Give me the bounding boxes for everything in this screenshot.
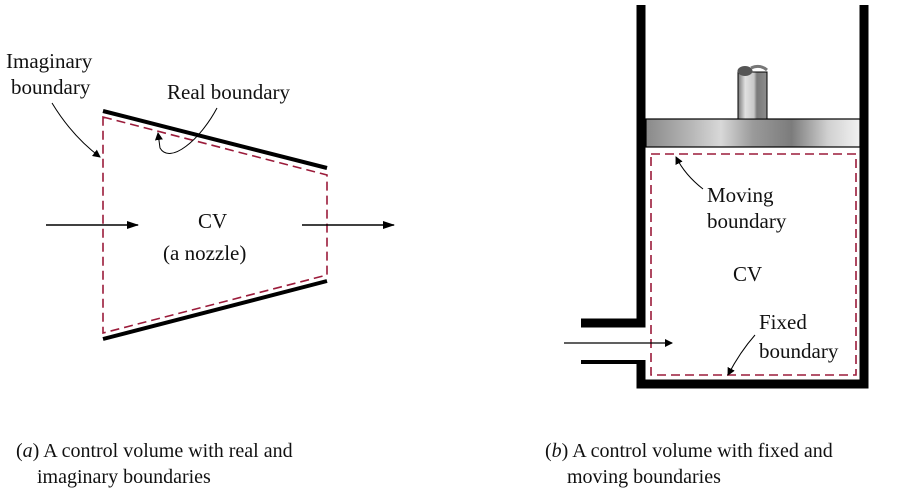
moving-boundary-leader-arrow (675, 156, 704, 190)
svg-text:(b) A control volume with fixe: (b) A control volume with fixed and (545, 440, 833, 462)
imaginary-boundary-leader-arrow (51, 102, 101, 158)
nozzle-top-wall (102, 109, 328, 170)
piston (645, 118, 861, 148)
label-cv-cylinder: CV (733, 262, 762, 286)
label-fixed-boundary-line2: boundary (759, 339, 839, 363)
caption-b-tag: b (552, 440, 562, 462)
nozzle-bottom-wall (102, 279, 328, 341)
label-fixed-boundary-line1: Fixed (759, 310, 807, 334)
real-boundary-leader-arrow (154, 107, 218, 154)
panel-b-piston-cylinder: Moving boundary CV Fixed boundary (564, 5, 869, 389)
label-moving-boundary-line2: boundary (707, 209, 787, 233)
caption-a-line2: imaginary boundaries (37, 466, 211, 488)
caption-b-line2: moving boundaries (567, 466, 721, 488)
caption-a-line1: A control volume with real and (43, 440, 292, 462)
caption-b: (b) A control volume with fixed and movi… (545, 440, 833, 488)
svg-text:(a) A control volume with real: (a) A control volume with real and (16, 440, 293, 462)
caption-a-tag: a (23, 440, 33, 462)
cylinder-left-wall-upper (581, 5, 646, 328)
fixed-boundary-leader-arrow (727, 334, 756, 376)
label-moving-boundary-line1: Moving (707, 183, 774, 207)
panel-a-nozzle: Imaginary boundary Real boundary CV (a n… (6, 49, 395, 341)
piston-rod (737, 64, 768, 120)
nozzle-imaginary-boundary (102, 115, 328, 335)
cylinder-cv-boundary (650, 153, 857, 376)
label-cv-nozzle: CV (198, 209, 227, 233)
label-imaginary-boundary-line2: boundary (11, 75, 91, 99)
caption-b-line1: A control volume with fixed and (572, 440, 833, 462)
label-imaginary-boundary-line1: Imaginary (6, 49, 93, 73)
caption-a: (a) A control volume with real and imagi… (16, 440, 293, 488)
cylinder-walls-lower (636, 5, 869, 389)
label-real-boundary: Real boundary (167, 80, 291, 104)
label-cv-nozzle-sub: (a nozzle) (163, 241, 246, 265)
